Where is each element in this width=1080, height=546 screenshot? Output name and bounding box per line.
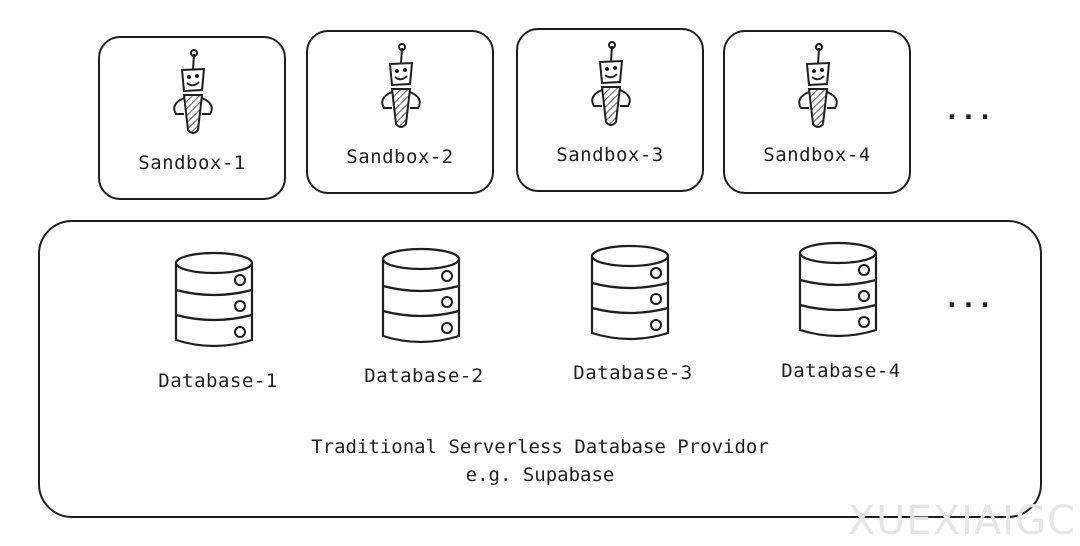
provider-title-text: Traditional Serverless Database Providor [311,436,769,458]
database-1-label: Database-1 [158,370,278,392]
sandbox-more-ellipsis: ... [944,96,994,126]
provider-example-text: e.g. Supabase [465,464,615,486]
sandbox-1-box: Sandbox-1 [98,36,286,200]
database-more-ellipsis: ... [944,284,994,314]
robot-icon [787,42,847,132]
database-4-label: Database-4 [781,360,901,382]
database-1-icon [172,250,256,354]
provider-box [38,220,1042,518]
sandbox-3-box: Sandbox-3 [516,28,704,192]
sandbox-4-box: Sandbox-4 [723,30,911,194]
database-3-label: Database-3 [573,362,693,384]
sandbox-3-label: Sandbox-3 [556,144,664,166]
sandbox-1-label: Sandbox-1 [138,152,246,174]
robot-icon [580,40,640,130]
watermark: XUEXIAIGC [847,498,1076,544]
sandbox-2-box: Sandbox-2 [306,30,494,194]
robot-icon [162,48,222,138]
sandbox-4-label: Sandbox-4 [763,144,871,166]
database-3-icon [588,243,672,347]
database-2-label: Database-2 [364,365,484,387]
database-2-icon [379,246,463,350]
robot-icon [370,42,430,132]
database-4-icon [796,240,880,344]
provider-title: Traditional Serverless Database Providor… [0,433,1080,489]
sandbox-2-label: Sandbox-2 [346,146,454,168]
